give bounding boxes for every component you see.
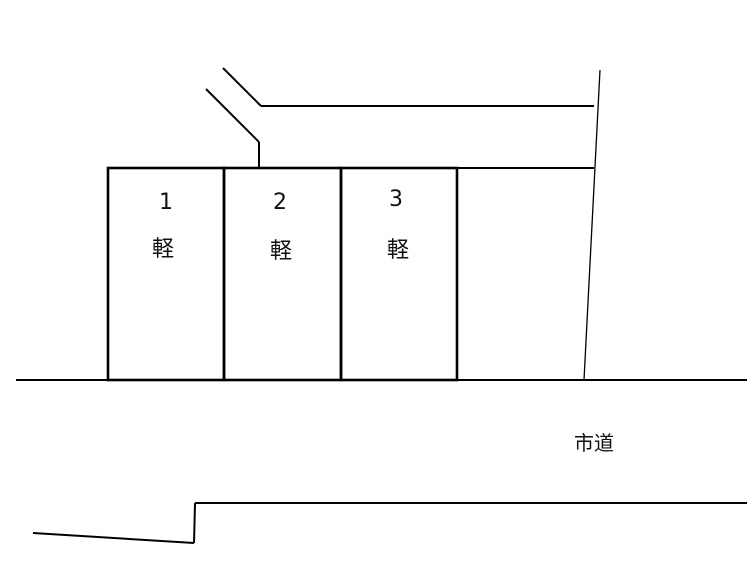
space-1-type-label: 軽	[152, 237, 175, 262]
space-3-number: 3	[389, 187, 403, 212]
space-1-number: 1	[159, 190, 173, 215]
right-property-boundary	[583, 69, 601, 381]
space-2-type-label: 軽	[270, 239, 293, 264]
access-path-inner-diagonal	[205, 88, 260, 143]
space-3-type-label: 軽	[387, 238, 410, 263]
road-edge-lower-left	[32, 532, 195, 544]
road-label: 市道	[574, 431, 614, 455]
space-2-number: 2	[273, 190, 287, 215]
access-path-outer-diagonal	[222, 67, 262, 107]
road-edge-step	[193, 502, 196, 544]
